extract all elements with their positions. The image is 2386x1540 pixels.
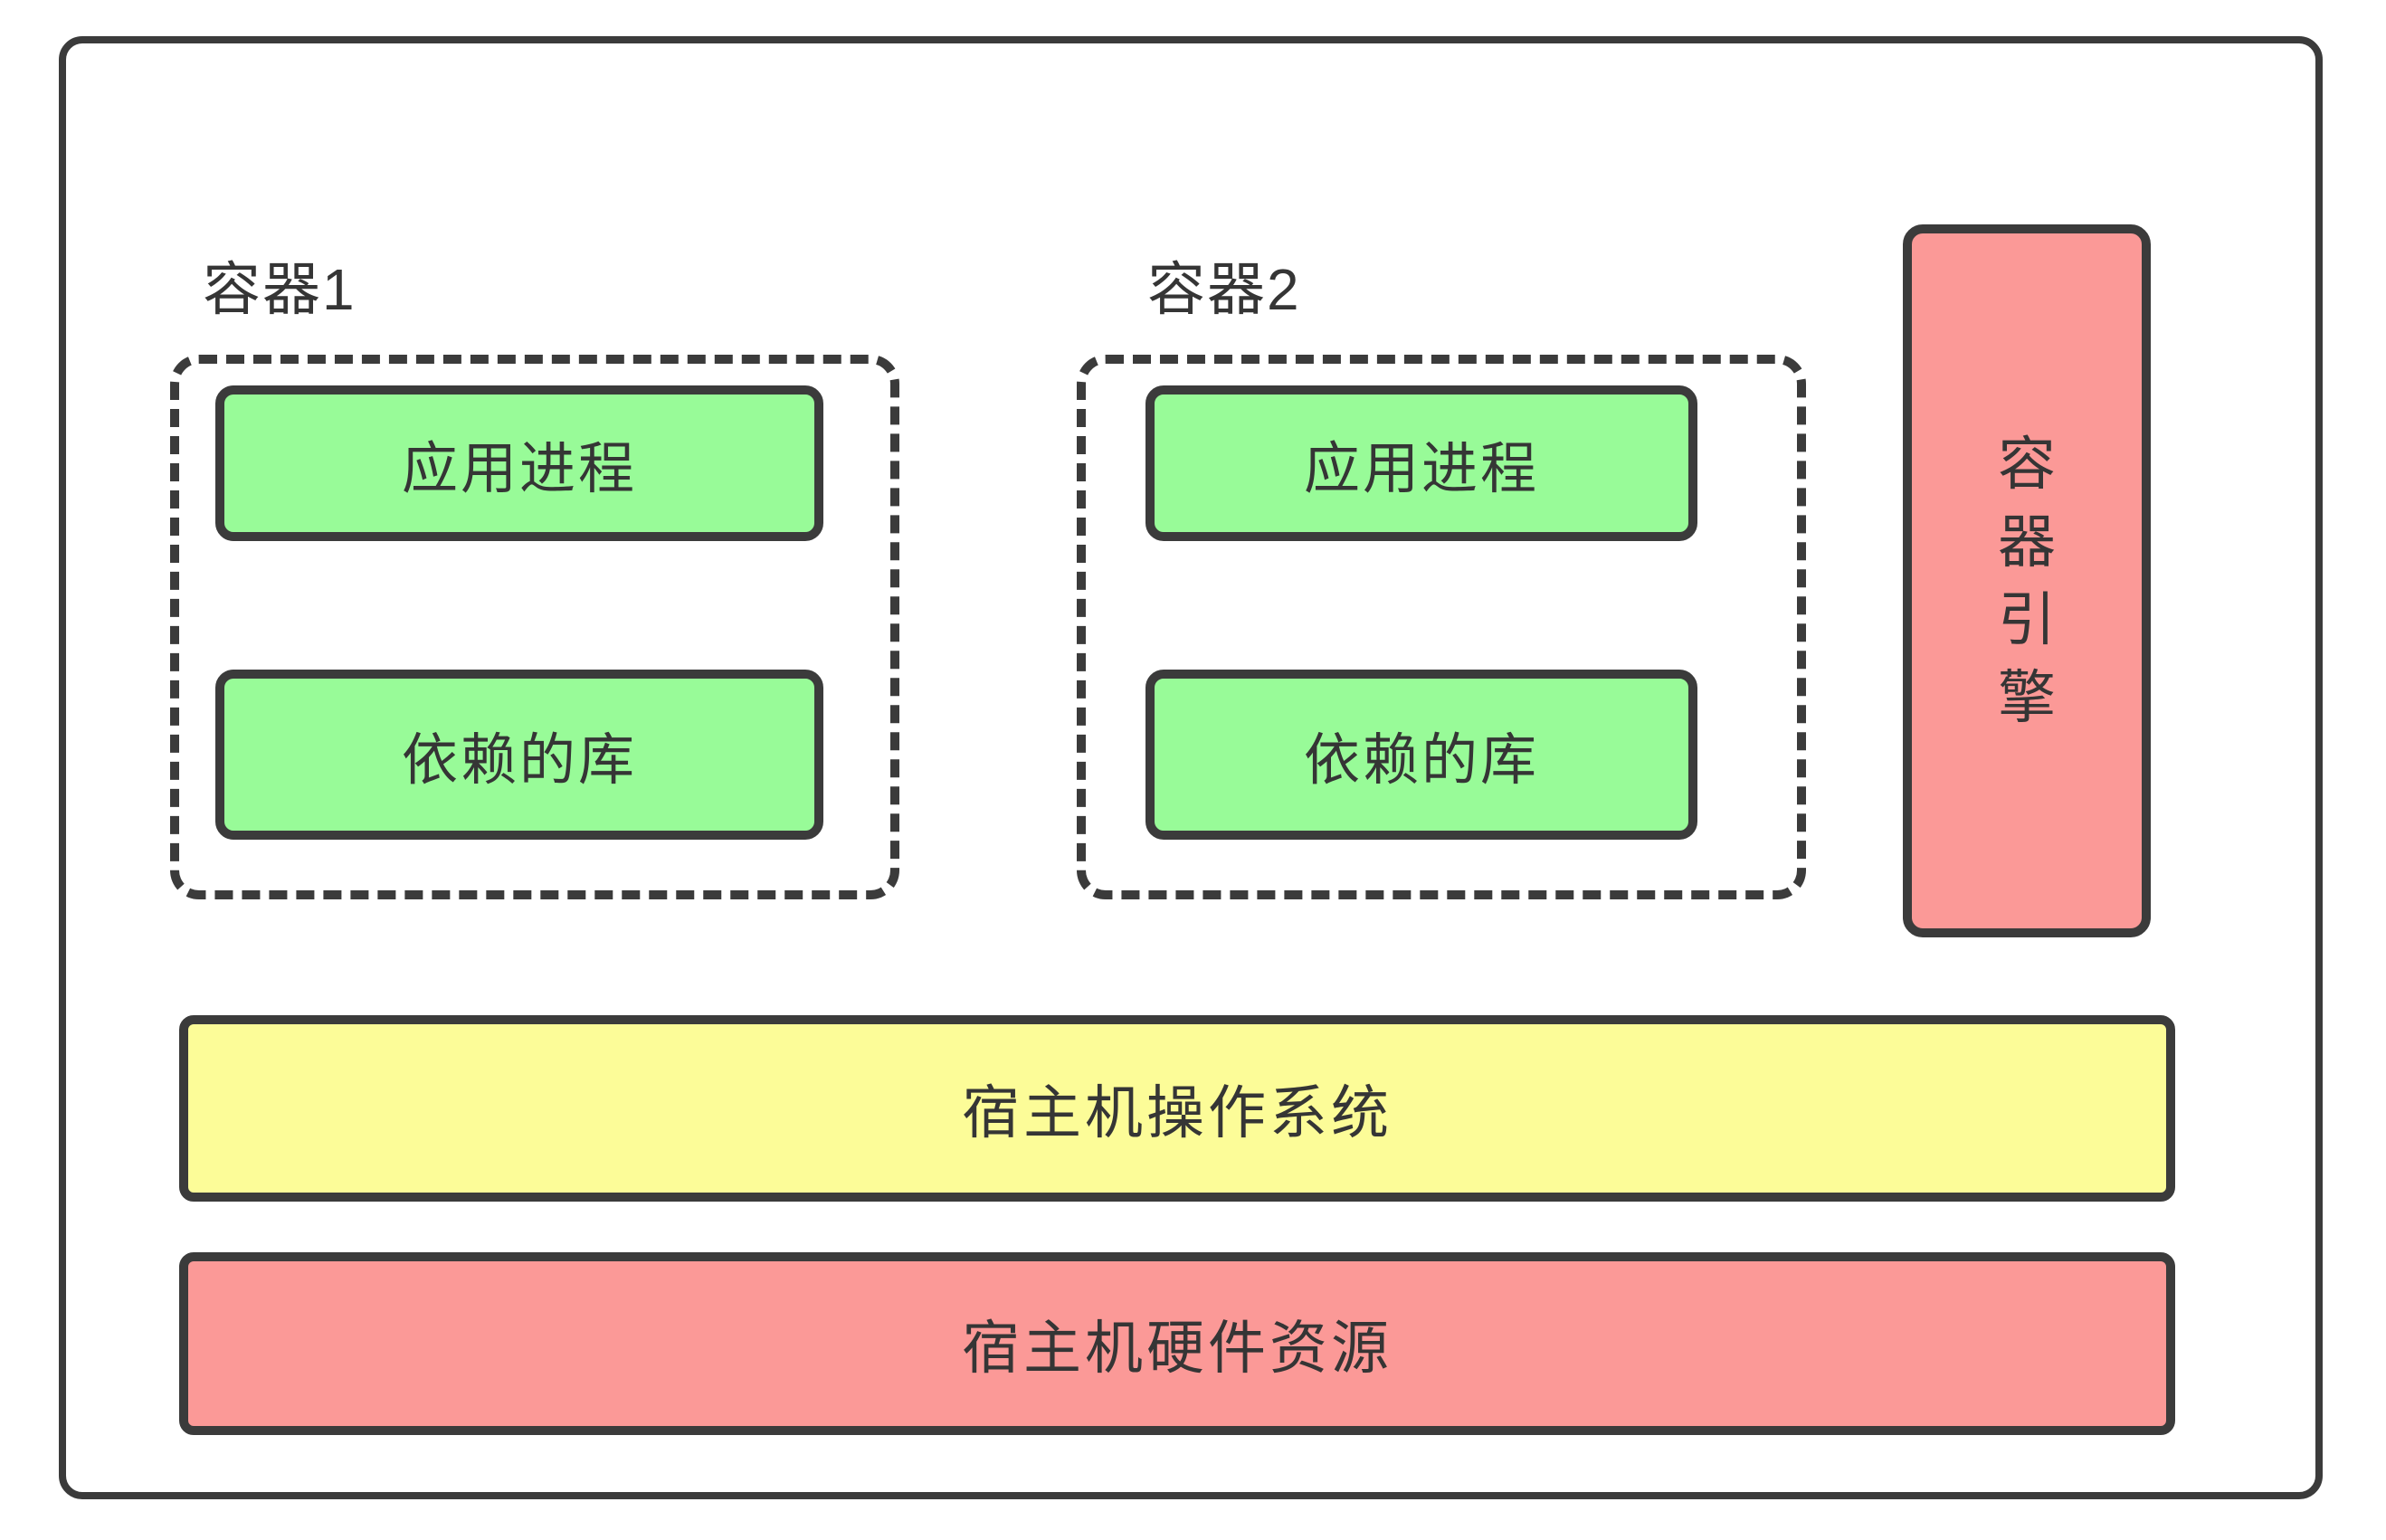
container-2-label: 容器2 — [1147, 257, 1301, 322]
host-hardware-bar: 宿主机硬件资源 — [179, 1252, 2175, 1435]
container-2-dependent-libs-box: 依赖的库 — [1145, 670, 1697, 840]
container-1-dashed-box — [170, 355, 899, 899]
host-os-bar: 宿主机操作系统 — [179, 1015, 2175, 1202]
container-1-label: 容器1 — [203, 257, 356, 322]
container-1-app-process-box: 应用进程 — [215, 385, 823, 541]
container-1-dependent-libs-box: 依赖的库 — [215, 670, 823, 840]
container-engine-label: 容器引擎 — [1998, 432, 2056, 730]
container-2-app-process-box: 应用进程 — [1145, 385, 1697, 541]
container-engine-box: 容器引擎 — [1903, 224, 2151, 937]
container-2-dashed-box — [1077, 355, 1806, 899]
